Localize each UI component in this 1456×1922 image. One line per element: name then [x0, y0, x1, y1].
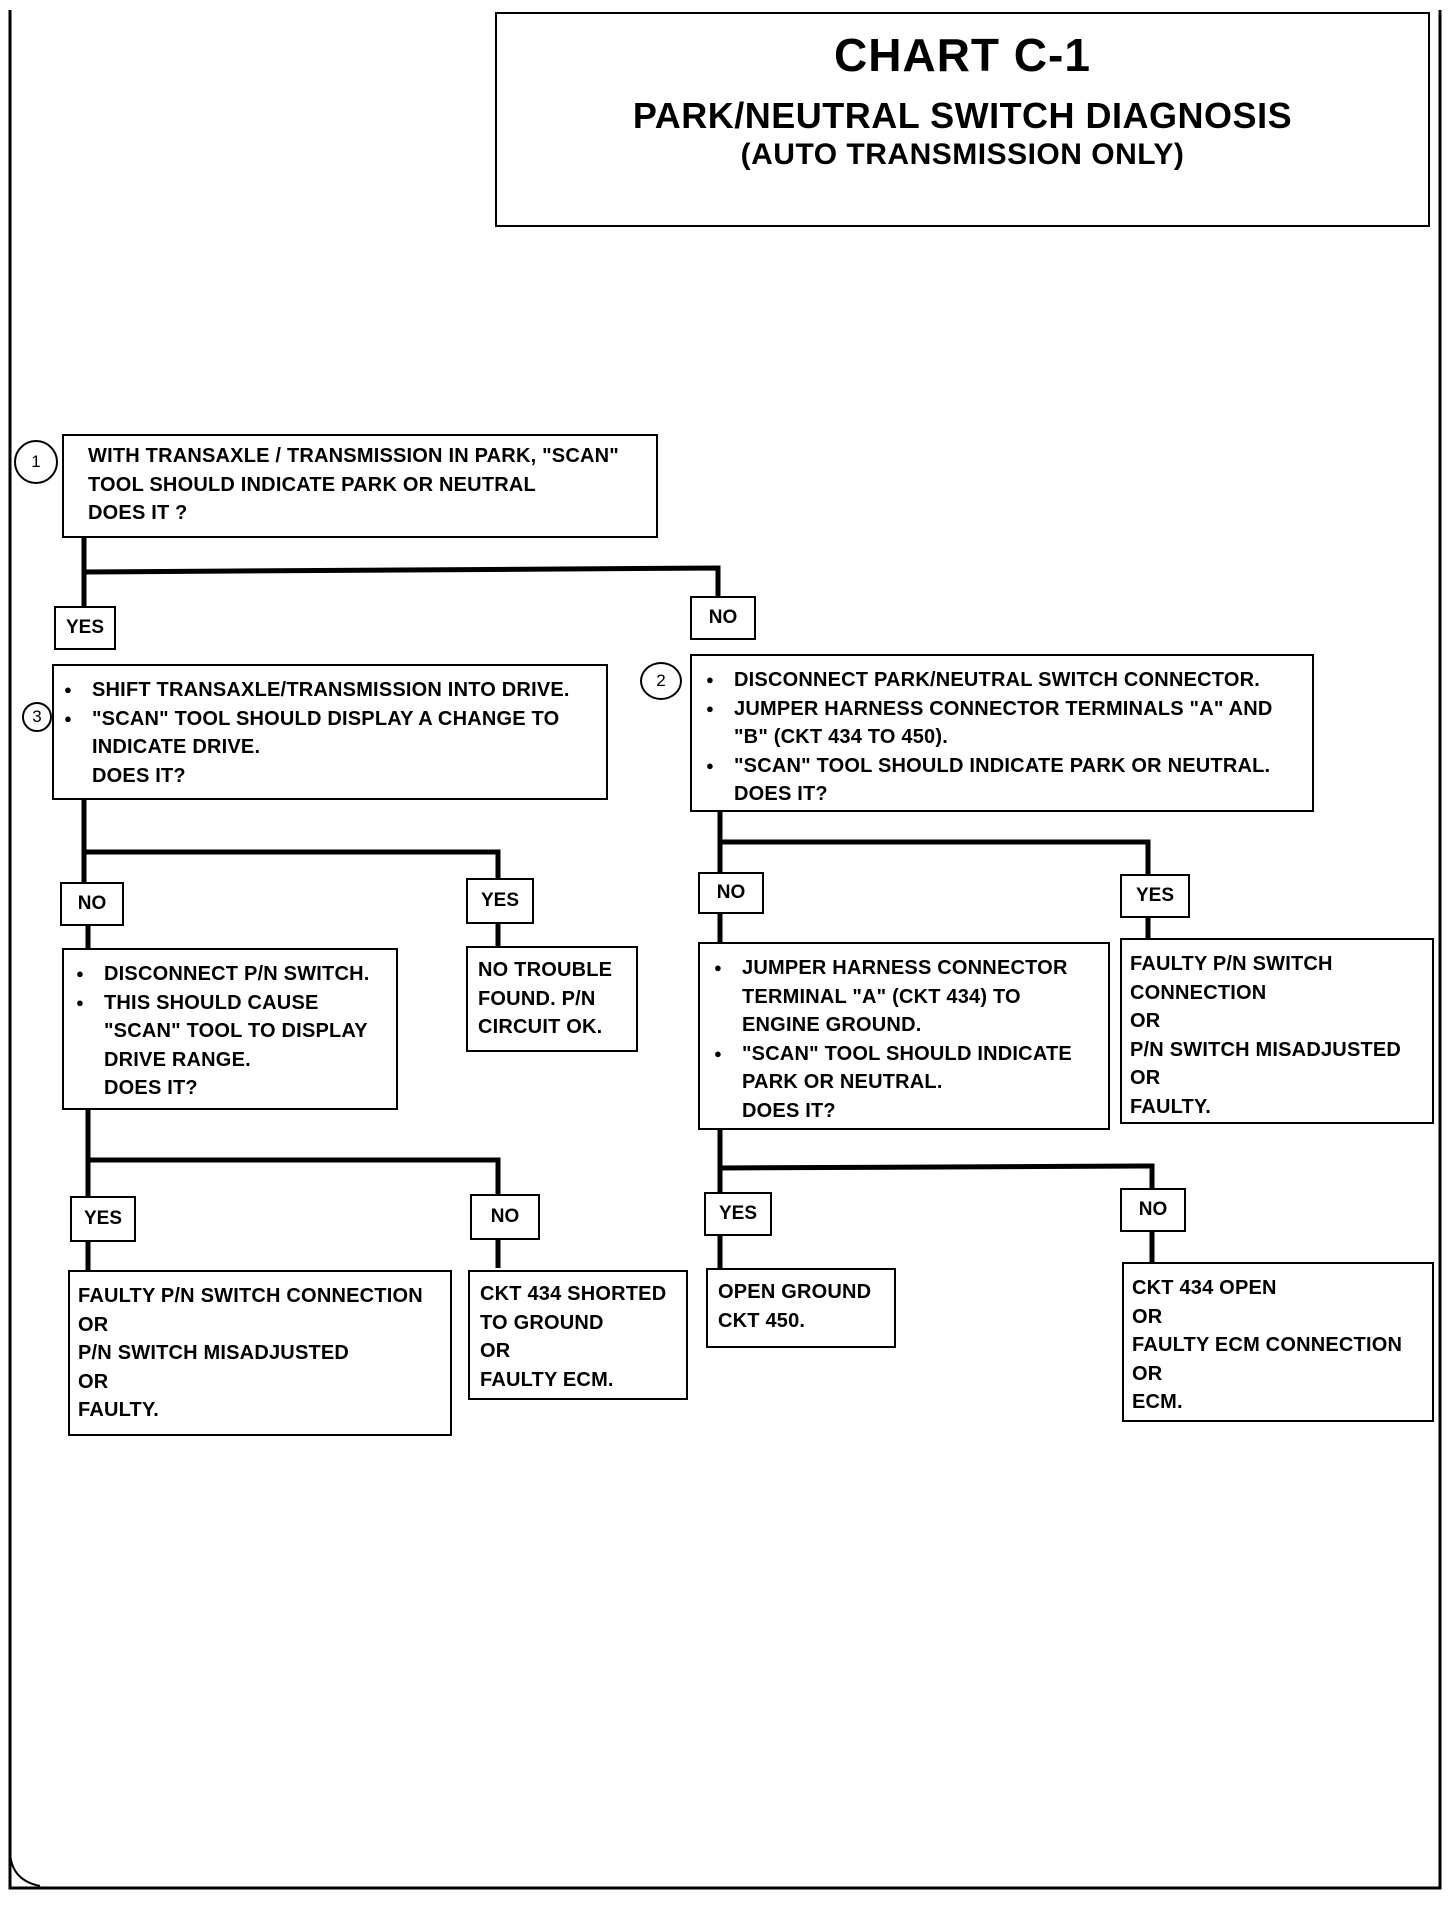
step-2-line: DOES IT? [734, 783, 828, 805]
no-label: NO [470, 1194, 540, 1240]
faulty-left-line: OR [78, 1370, 109, 1393]
ckt434-open-text: CKT 434 OPEN OR FAULTY ECM CONNECTION OR… [1132, 1274, 1402, 1417]
step-2-line: "SCAN" TOOL SHOULD INDICATE PARK OR NEUT… [706, 752, 1273, 781]
open-ground-line: CKT 450. [718, 1309, 806, 1332]
faulty-right-line: OR [1130, 1067, 1161, 1089]
no-trouble-box [466, 946, 638, 1052]
no-trouble-line: FOUND. P/N [478, 987, 596, 1010]
open-ground-line: OPEN GROUND [718, 1281, 872, 1303]
jumper-terminal-a-line: PARK OR NEUTRAL. [742, 1071, 943, 1093]
step-2-text: DISCONNECT PARK/NEUTRAL SWITCH CONNECTOR… [706, 666, 1273, 809]
disconnect-pn-line: DOES IT? [104, 1077, 198, 1099]
step-3-line: INDICATE DRIVE. [92, 736, 261, 758]
step-3-line: SHIFT TRANSAXLE/TRANSMISSION INTO DRIVE. [64, 676, 570, 705]
no-label: NO [60, 882, 124, 926]
yes-label: YES [70, 1196, 136, 1242]
ckt434-open-line: CKT 434 OPEN [1132, 1277, 1277, 1299]
chart-title: PARK/NEUTRAL SWITCH DIAGNOSIS [632, 95, 1293, 136]
faulty-pn-connection-right-box [1120, 938, 1434, 1124]
step-1-box [62, 434, 658, 538]
yes-label: YES [1120, 874, 1190, 918]
step-3-line: DOES IT? [92, 764, 186, 787]
ckt434-shorted-line: FAULTY ECM. [480, 1368, 614, 1391]
connector-step3-yes [84, 849, 501, 884]
ckt434-shorted-box [468, 1270, 688, 1400]
step-1-line: DOES IT ? [88, 502, 188, 524]
no-trouble-line: CIRCUIT OK. [478, 1016, 603, 1038]
yes-label: YES [704, 1192, 772, 1236]
connector-disconnect-no [88, 1157, 501, 1196]
faulty-right-line: FAULTY P/N SWITCH [1130, 953, 1333, 975]
faulty-pn-connection-left-box [68, 1270, 452, 1436]
disconnect-pn-line: THIS SHOULD CAUSE [76, 989, 370, 1018]
page-curl [9, 1849, 41, 1887]
faulty-right-line: OR [1130, 1010, 1161, 1032]
step-1-line: TOOL SHOULD INDICATE PARK OR NEUTRAL [88, 473, 536, 496]
step-3-marker: 3 [22, 702, 52, 732]
disconnect-pn-line: DISCONNECT P/N SWITCH. [76, 960, 370, 989]
faulty-left-line: P/N SWITCH MISADJUSTED [78, 1342, 350, 1364]
yes-label: YES [466, 878, 534, 924]
jumper-terminal-a-line: ENGINE GROUND. [742, 1014, 922, 1036]
step-1-text: WITH TRANSAXLE / TRANSMISSION IN PARK, "… [88, 442, 619, 528]
jumper-terminal-a-line: "SCAN" TOOL SHOULD INDICATE [714, 1040, 1072, 1069]
no-trouble-line: NO TROUBLE [478, 959, 613, 981]
ckt434-open-line: OR [1132, 1305, 1163, 1328]
step-2-line: JUMPER HARNESS CONNECTOR TERMINALS "A" A… [706, 695, 1273, 724]
title-block [495, 12, 1430, 227]
faulty-right-line: P/N SWITCH MISADJUSTED [1130, 1038, 1402, 1061]
faulty-right-line: CONNECTION [1130, 981, 1267, 1004]
ckt434-open-line: ECM. [1132, 1391, 1183, 1413]
open-ground-box [706, 1268, 896, 1348]
jumper-terminal-a-text: JUMPER HARNESS CONNECTOR TERMINAL "A" (C… [714, 954, 1072, 1125]
no-label: NO [698, 872, 764, 914]
step-2-line: "B" (CKT 434 TO 450). [734, 726, 948, 748]
disconnect-pn-line: "SCAN" TOOL TO DISPLAY [104, 1020, 368, 1042]
faulty-pn-connection-left-text: FAULTY P/N SWITCH CONNECTION OR P/N SWIT… [78, 1282, 423, 1425]
ckt434-shorted-line: CKT 434 SHORTED [480, 1283, 667, 1305]
ckt434-shorted-text: CKT 434 SHORTED TO GROUND OR FAULTY ECM. [480, 1280, 666, 1394]
faulty-left-line: FAULTY P/N SWITCH CONNECTION [78, 1285, 423, 1307]
page-border [8, 10, 1442, 1890]
connector-step1-no [83, 565, 721, 598]
faulty-pn-connection-right-text: FAULTY P/N SWITCH CONNECTION OR P/N SWIT… [1130, 950, 1401, 1121]
connector-jumper-no [719, 1163, 1155, 1188]
chart-id: CHART C-1 [834, 29, 1091, 81]
jumper-terminal-a-line: TERMINAL "A" (CKT 434) TO [742, 985, 1021, 1008]
jumper-terminal-a-line: DOES IT? [742, 1099, 836, 1122]
ckt434-open-line: OR [1132, 1362, 1163, 1385]
step-3-line: "SCAN" TOOL SHOULD DISPLAY A CHANGE TO [64, 705, 570, 734]
step-1-line: WITH TRANSAXLE / TRANSMISSION IN PARK, "… [88, 445, 619, 467]
faulty-left-line: FAULTY. [78, 1399, 160, 1421]
faulty-right-line: FAULTY. [1130, 1095, 1212, 1118]
chart-subtitle: (AUTO TRANSMISSION ONLY) [740, 138, 1185, 171]
ckt434-open-line: FAULTY ECM CONNECTION [1132, 1334, 1403, 1356]
step-2-line: DISCONNECT PARK/NEUTRAL SWITCH CONNECTOR… [706, 666, 1273, 695]
disconnect-pn-text: DISCONNECT P/N SWITCH. THIS SHOULD CAUSE… [76, 960, 370, 1103]
connector-step2-yes [720, 839, 1151, 878]
no-label: NO [1120, 1188, 1186, 1232]
disconnect-pn-line: DRIVE RANGE. [104, 1048, 251, 1071]
ckt434-shorted-line: TO GROUND [480, 1311, 604, 1334]
no-trouble-text: NO TROUBLE FOUND. P/N CIRCUIT OK. [478, 956, 612, 1042]
yes-label: YES [54, 606, 116, 650]
open-ground-text: OPEN GROUND CKT 450. [718, 1278, 871, 1335]
jumper-terminal-a-line: JUMPER HARNESS CONNECTOR [714, 954, 1072, 983]
no-label: NO [690, 596, 756, 640]
step-2-marker: 2 [640, 662, 682, 700]
faulty-left-line: OR [78, 1313, 109, 1336]
ckt434-shorted-line: OR [480, 1340, 511, 1362]
ckt434-open-box [1122, 1262, 1434, 1422]
step-1-marker: 1 [14, 440, 58, 484]
step-3-text: SHIFT TRANSAXLE/TRANSMISSION INTO DRIVE.… [64, 676, 570, 790]
